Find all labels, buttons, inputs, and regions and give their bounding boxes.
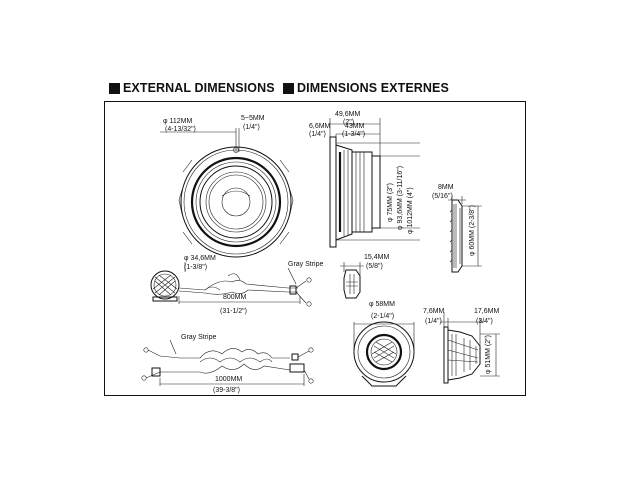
woofer-side-mount-in: (1-3/4") xyxy=(342,131,365,138)
heading-text-en: EXTERNAL DIMENSIONS xyxy=(123,81,275,95)
tweeter-side-b-in: (3/4") xyxy=(476,318,493,325)
crossover-wire-len-in: (39-3/8") xyxy=(213,387,240,394)
grille-dia: φ 60MM (2-3/8") xyxy=(469,205,476,256)
tweeter-side-dia: φ 51MM (2") xyxy=(485,335,492,374)
tweeter-wire-dia-in: (1-3/8") xyxy=(184,264,207,271)
woofer-front-view xyxy=(160,128,294,258)
tweeter-side-small xyxy=(340,262,364,299)
tweeter-side-a-in: (1/4") xyxy=(425,318,442,325)
woofer-side-flange-mm: 6,6MM xyxy=(309,123,331,130)
woofer-side-depth-in: (2") xyxy=(343,119,354,126)
tweeter-mount-dia-in: (2-1/4") xyxy=(371,313,394,320)
heading-dimensions-externes: DIMENSIONS EXTERNES xyxy=(283,80,449,96)
woofer-front-hole-mm: 5~5MM xyxy=(241,115,265,122)
woofer-side-depth-mm: 49,6MM xyxy=(335,111,360,118)
tweeter-wire-len-mm: 800MM xyxy=(223,294,247,301)
heading-square-icon xyxy=(283,82,294,94)
woofer-front-hole-in: (1/4") xyxy=(243,124,260,131)
woofer-side-d101: φ 1012MM (4") xyxy=(407,187,414,234)
woofer-side-mount-mm: 43MM xyxy=(345,123,365,130)
tweeter-mount-dia-mm: φ 58MM xyxy=(369,301,395,308)
grille-side-view xyxy=(448,196,482,273)
woofer-front-dia-in: (4-13/32") xyxy=(165,126,196,133)
woofer-side-d93: φ 93,6MM (3-11/16") xyxy=(397,166,404,230)
tweeter-wire-len-in: (31-1/2") xyxy=(220,308,247,315)
grille-thick-in: (5/16") xyxy=(432,193,453,200)
tweeter-mount-front xyxy=(353,321,415,387)
tweeter-wire-stripe: Gray Stripe xyxy=(288,261,324,268)
tweeter-mount-side xyxy=(440,312,500,384)
tweeter-side-b-mm: 17,6MM xyxy=(474,308,499,315)
heading-external-dimensions: EXTERNAL DIMENSIONS xyxy=(109,80,275,96)
woofer-side-d75: φ 75MM (3") xyxy=(387,183,394,222)
tweeter-side-small-mm: 15,4MM xyxy=(364,254,389,261)
woofer-side-flange-in: (1/4") xyxy=(309,131,326,138)
diagram-frame xyxy=(104,101,526,396)
heading-square-icon xyxy=(109,82,120,94)
crossover-wire-stripe: Gray Stripe xyxy=(181,334,217,341)
tweeter-side-small-in: (5/8") xyxy=(366,263,383,270)
tweeter-wire-dia-mm: φ 34,6MM xyxy=(184,255,216,262)
grille-thick-mm: 8MM xyxy=(438,184,454,191)
crossover-wire-len-mm: 1000MM xyxy=(215,376,242,383)
woofer-side-view xyxy=(329,118,420,248)
tweeter-wire-assembly xyxy=(150,262,312,307)
heading-text-fr: DIMENSIONS EXTERNES xyxy=(297,81,449,95)
tweeter-side-a-mm: 7,6MM xyxy=(423,308,445,315)
crossover-wire-assembly xyxy=(141,339,314,386)
woofer-front-dia-mm: φ 112MM xyxy=(163,118,192,125)
